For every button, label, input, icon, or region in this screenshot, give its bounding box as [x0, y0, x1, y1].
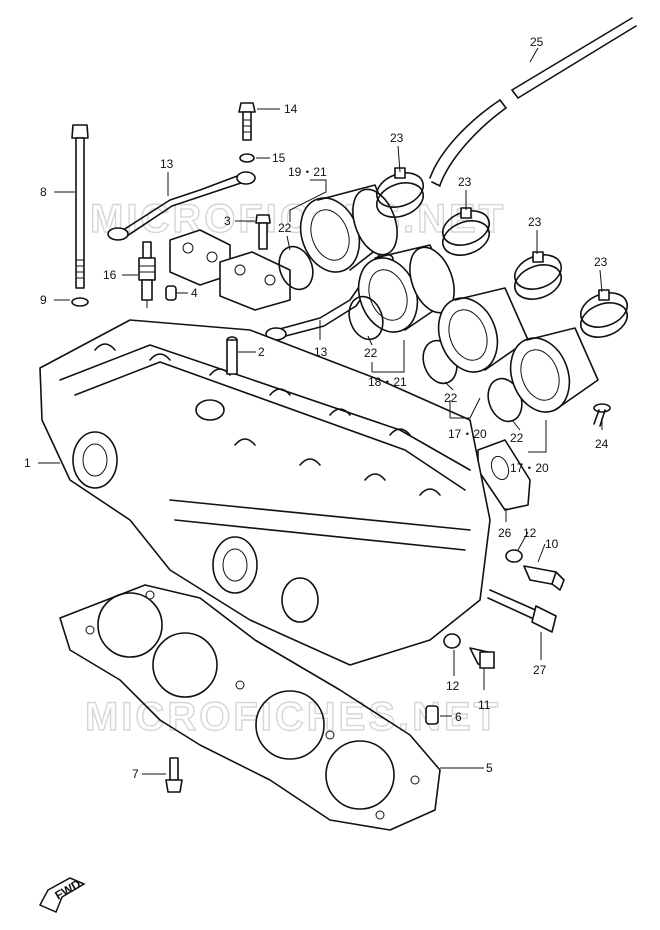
bracket-13-upper	[107, 171, 256, 241]
head-gasket-5	[59, 584, 441, 831]
callout-17-20-b: 17・20	[510, 461, 549, 475]
callout-3: 3	[224, 214, 231, 228]
callout-26: 26	[498, 526, 512, 540]
callout-27: 27	[533, 663, 547, 677]
callout-12-upper: 12	[523, 526, 537, 540]
dowel-pin-4	[165, 285, 177, 301]
callout-24: 24	[595, 437, 609, 451]
callouts: 25 14 15 8 13 19・21 23 23 23 23 3 22 16 …	[24, 35, 609, 781]
bolt-27	[487, 589, 557, 633]
forward-arrow-icon: FWD	[38, 877, 86, 913]
intake-pipe-18	[357, 244, 455, 333]
callout-15: 15	[272, 151, 286, 165]
spark-plug-16	[138, 241, 156, 308]
breather-hose	[429, 17, 637, 187]
camshaft-caps	[169, 229, 291, 311]
clamp-23-a	[375, 167, 425, 218]
callout-13-upper: 13	[160, 157, 174, 171]
callout-2: 2	[258, 345, 265, 359]
callout-23-d: 23	[594, 255, 608, 269]
intake-pipe-17-b	[509, 327, 599, 413]
clamp-23-c	[513, 251, 563, 300]
callout-11: 11	[478, 698, 491, 712]
callout-9: 9	[40, 293, 47, 307]
callout-23-b: 23	[458, 175, 472, 189]
watermark-top: MICROFICHES.NET	[90, 197, 506, 241]
callout-22-c: 22	[444, 391, 458, 405]
callout-6: 6	[455, 710, 462, 724]
callout-22-a: 22	[278, 221, 292, 235]
callout-5: 5	[486, 761, 493, 775]
callout-22-d: 22	[510, 431, 524, 445]
callout-10: 10	[545, 537, 559, 551]
callout-19-21: 19・21	[288, 165, 327, 179]
bolt-11	[469, 647, 495, 669]
fwd-label: FWD	[53, 877, 84, 903]
callout-12-lower: 12	[446, 679, 460, 693]
stud-bolt-8	[71, 124, 89, 289]
bolt-14	[238, 102, 256, 141]
callout-16: 16	[103, 268, 117, 282]
intake-pipe-17-a	[437, 287, 529, 373]
dowel-pin-6	[425, 705, 439, 725]
bolt-10	[523, 565, 565, 591]
callout-7: 7	[132, 767, 139, 781]
callout-4: 4	[191, 286, 198, 300]
bolt-7	[165, 757, 183, 793]
callout-8: 8	[40, 185, 47, 199]
washer-12-lower	[443, 633, 461, 649]
washer-9	[71, 297, 89, 307]
cylinder-head-1	[39, 319, 491, 666]
o-ring-22-b	[348, 295, 384, 341]
leader-lines	[38, 47, 603, 775]
callout-17-20-a: 17・20	[448, 427, 487, 441]
callout-18-21: 18・21	[368, 375, 407, 389]
washer-12-upper	[505, 549, 523, 563]
callout-22-b: 22	[364, 346, 378, 360]
callout-25: 25	[530, 35, 544, 49]
callout-13-lower: 13	[314, 345, 328, 359]
o-ring-22-a	[278, 245, 314, 291]
stud-2	[226, 336, 238, 375]
callout-23-c: 23	[528, 215, 542, 229]
washer-15	[239, 153, 255, 163]
clamp-23-d	[579, 289, 629, 338]
callout-1: 1	[24, 456, 31, 470]
bolt-3	[255, 214, 271, 250]
callout-23-a: 23	[390, 131, 404, 145]
callout-14: 14	[284, 102, 298, 116]
